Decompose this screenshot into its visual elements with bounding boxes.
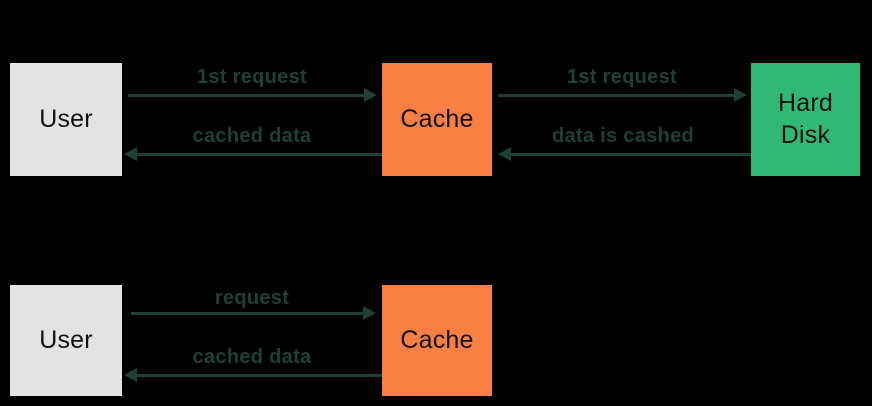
arrow-cache-to-user-top <box>137 153 382 156</box>
cache-box-label: Cache <box>400 325 474 354</box>
arrow-left-icon <box>498 147 511 161</box>
edge-label-cache-to-disk: 1st request <box>566 66 677 88</box>
cache-box-label: Cache <box>400 104 474 133</box>
arrow-left-icon <box>124 368 137 382</box>
user-box-top: User <box>10 63 122 176</box>
arrow-right-icon <box>734 88 747 102</box>
cache-box-bottom: Cache <box>382 285 492 396</box>
user-box-label: User <box>39 104 93 133</box>
edge-label-user-to-cache-top: 1st request <box>196 66 307 88</box>
user-box-bottom: User <box>10 285 122 396</box>
edge-label-cache-to-user-bottom: cached data <box>192 346 312 368</box>
user-box-label: User <box>39 325 93 354</box>
arrow-disk-to-cache <box>511 153 751 156</box>
arrow-right-icon <box>363 306 376 320</box>
arrow-left-icon <box>124 147 137 161</box>
arrow-cache-to-disk <box>498 94 734 97</box>
arrow-user-to-cache-top <box>128 94 364 97</box>
hard-disk-box-label: Hard Disk <box>778 89 833 149</box>
arrow-right-icon <box>364 88 377 102</box>
edge-label-cache-to-user-top: cached data <box>192 125 312 147</box>
hard-disk-box: Hard Disk <box>751 63 860 176</box>
arrow-cache-to-user-bottom <box>137 374 382 377</box>
edge-label-disk-to-cache: data is cashed <box>551 125 695 147</box>
edge-label-user-to-cache-bottom: request <box>214 287 290 309</box>
arrow-user-to-cache-bottom <box>131 312 363 315</box>
cache-box-top: Cache <box>382 63 492 176</box>
